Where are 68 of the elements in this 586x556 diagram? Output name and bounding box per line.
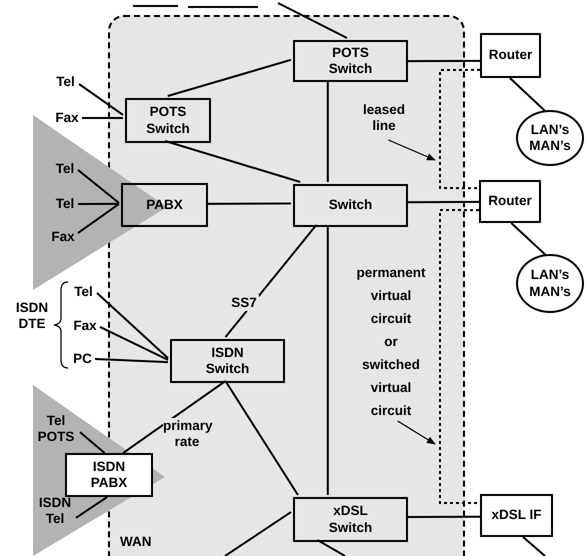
- node-label: PABX: [146, 196, 183, 214]
- connector-line: [100, 326, 168, 361]
- edge-label: SS7: [229, 295, 259, 311]
- dotted-connector: [439, 68, 480, 190]
- connector-line: [510, 222, 547, 256]
- router-box: [480, 33, 541, 78]
- pabx-box: [121, 183, 208, 227]
- node-label: POTS Switch: [328, 44, 372, 78]
- device-label: Tel POTS: [32, 413, 80, 446]
- annotation-text: leased line: [352, 102, 416, 134]
- connector-line: [75, 496, 108, 519]
- region-label: WAN: [120, 534, 152, 550]
- device-label: Tel: [52, 196, 78, 212]
- connector-line: [78, 83, 124, 116]
- device-label: PC: [70, 351, 95, 367]
- connector-line: [77, 203, 120, 234]
- switch-box: [293, 184, 408, 227]
- connector-line: [77, 169, 120, 204]
- connector-line: [206, 202, 291, 205]
- pabx-box: [65, 453, 153, 497]
- device-label: Tel: [52, 161, 78, 177]
- node-label: LAN’s MAN’s: [529, 122, 571, 154]
- interface-box: [480, 494, 553, 537]
- node-label: Switch: [328, 197, 372, 214]
- connector-line: [406, 516, 480, 518]
- connector-line: [522, 536, 546, 556]
- dotted-connector: [439, 209, 480, 504]
- connector-line: [326, 225, 329, 495]
- connector-line: [509, 77, 546, 112]
- connector-line: [164, 140, 300, 183]
- node-label: xDSL IF: [491, 507, 542, 524]
- switch-box: [170, 339, 285, 383]
- device-label: Fax: [52, 110, 82, 126]
- connector-line: [406, 60, 480, 62]
- connector-line: [167, 58, 292, 97]
- device-label: Tel: [70, 284, 97, 300]
- node-label: LAN’s MAN’s: [529, 267, 571, 300]
- connector-line: [224, 224, 318, 338]
- group-label: ISDN DTE: [14, 300, 50, 332]
- connector-line: [326, 80, 329, 182]
- switch-box: [125, 98, 211, 143]
- annotation-text: permanent virtual circuit or switched virtual circuit: [348, 261, 434, 422]
- leader-arrow: [388, 139, 436, 161]
- connector-line: [96, 292, 169, 359]
- connector-line: [79, 431, 106, 454]
- connector-line: [316, 539, 346, 556]
- switch-box: [293, 497, 408, 542]
- node-label: Router: [488, 47, 532, 64]
- node-label: ISDN Switch: [206, 344, 250, 378]
- leader-arrow: [397, 420, 436, 445]
- connector-line: [94, 358, 168, 364]
- node-label: ISDN PABX: [90, 458, 128, 492]
- switch-box: [293, 40, 408, 82]
- node-label: POTS Switch: [146, 104, 190, 137]
- connector-line: [224, 511, 292, 556]
- connector-line: [406, 200, 479, 204]
- connector-line: [82, 117, 123, 120]
- connector-line: [224, 380, 299, 496]
- router-box: [479, 180, 541, 223]
- edge-label: primary rate: [163, 418, 211, 450]
- device-label: Fax: [48, 229, 78, 245]
- device-label: Tel: [52, 74, 79, 90]
- node-label: xDSL Switch: [328, 503, 372, 536]
- device-label: Fax: [70, 318, 100, 334]
- connector-line: [78, 202, 119, 205]
- connector-line: [122, 380, 226, 454]
- node-label: Router: [488, 193, 532, 210]
- device-label: ISDN Tel: [34, 495, 76, 528]
